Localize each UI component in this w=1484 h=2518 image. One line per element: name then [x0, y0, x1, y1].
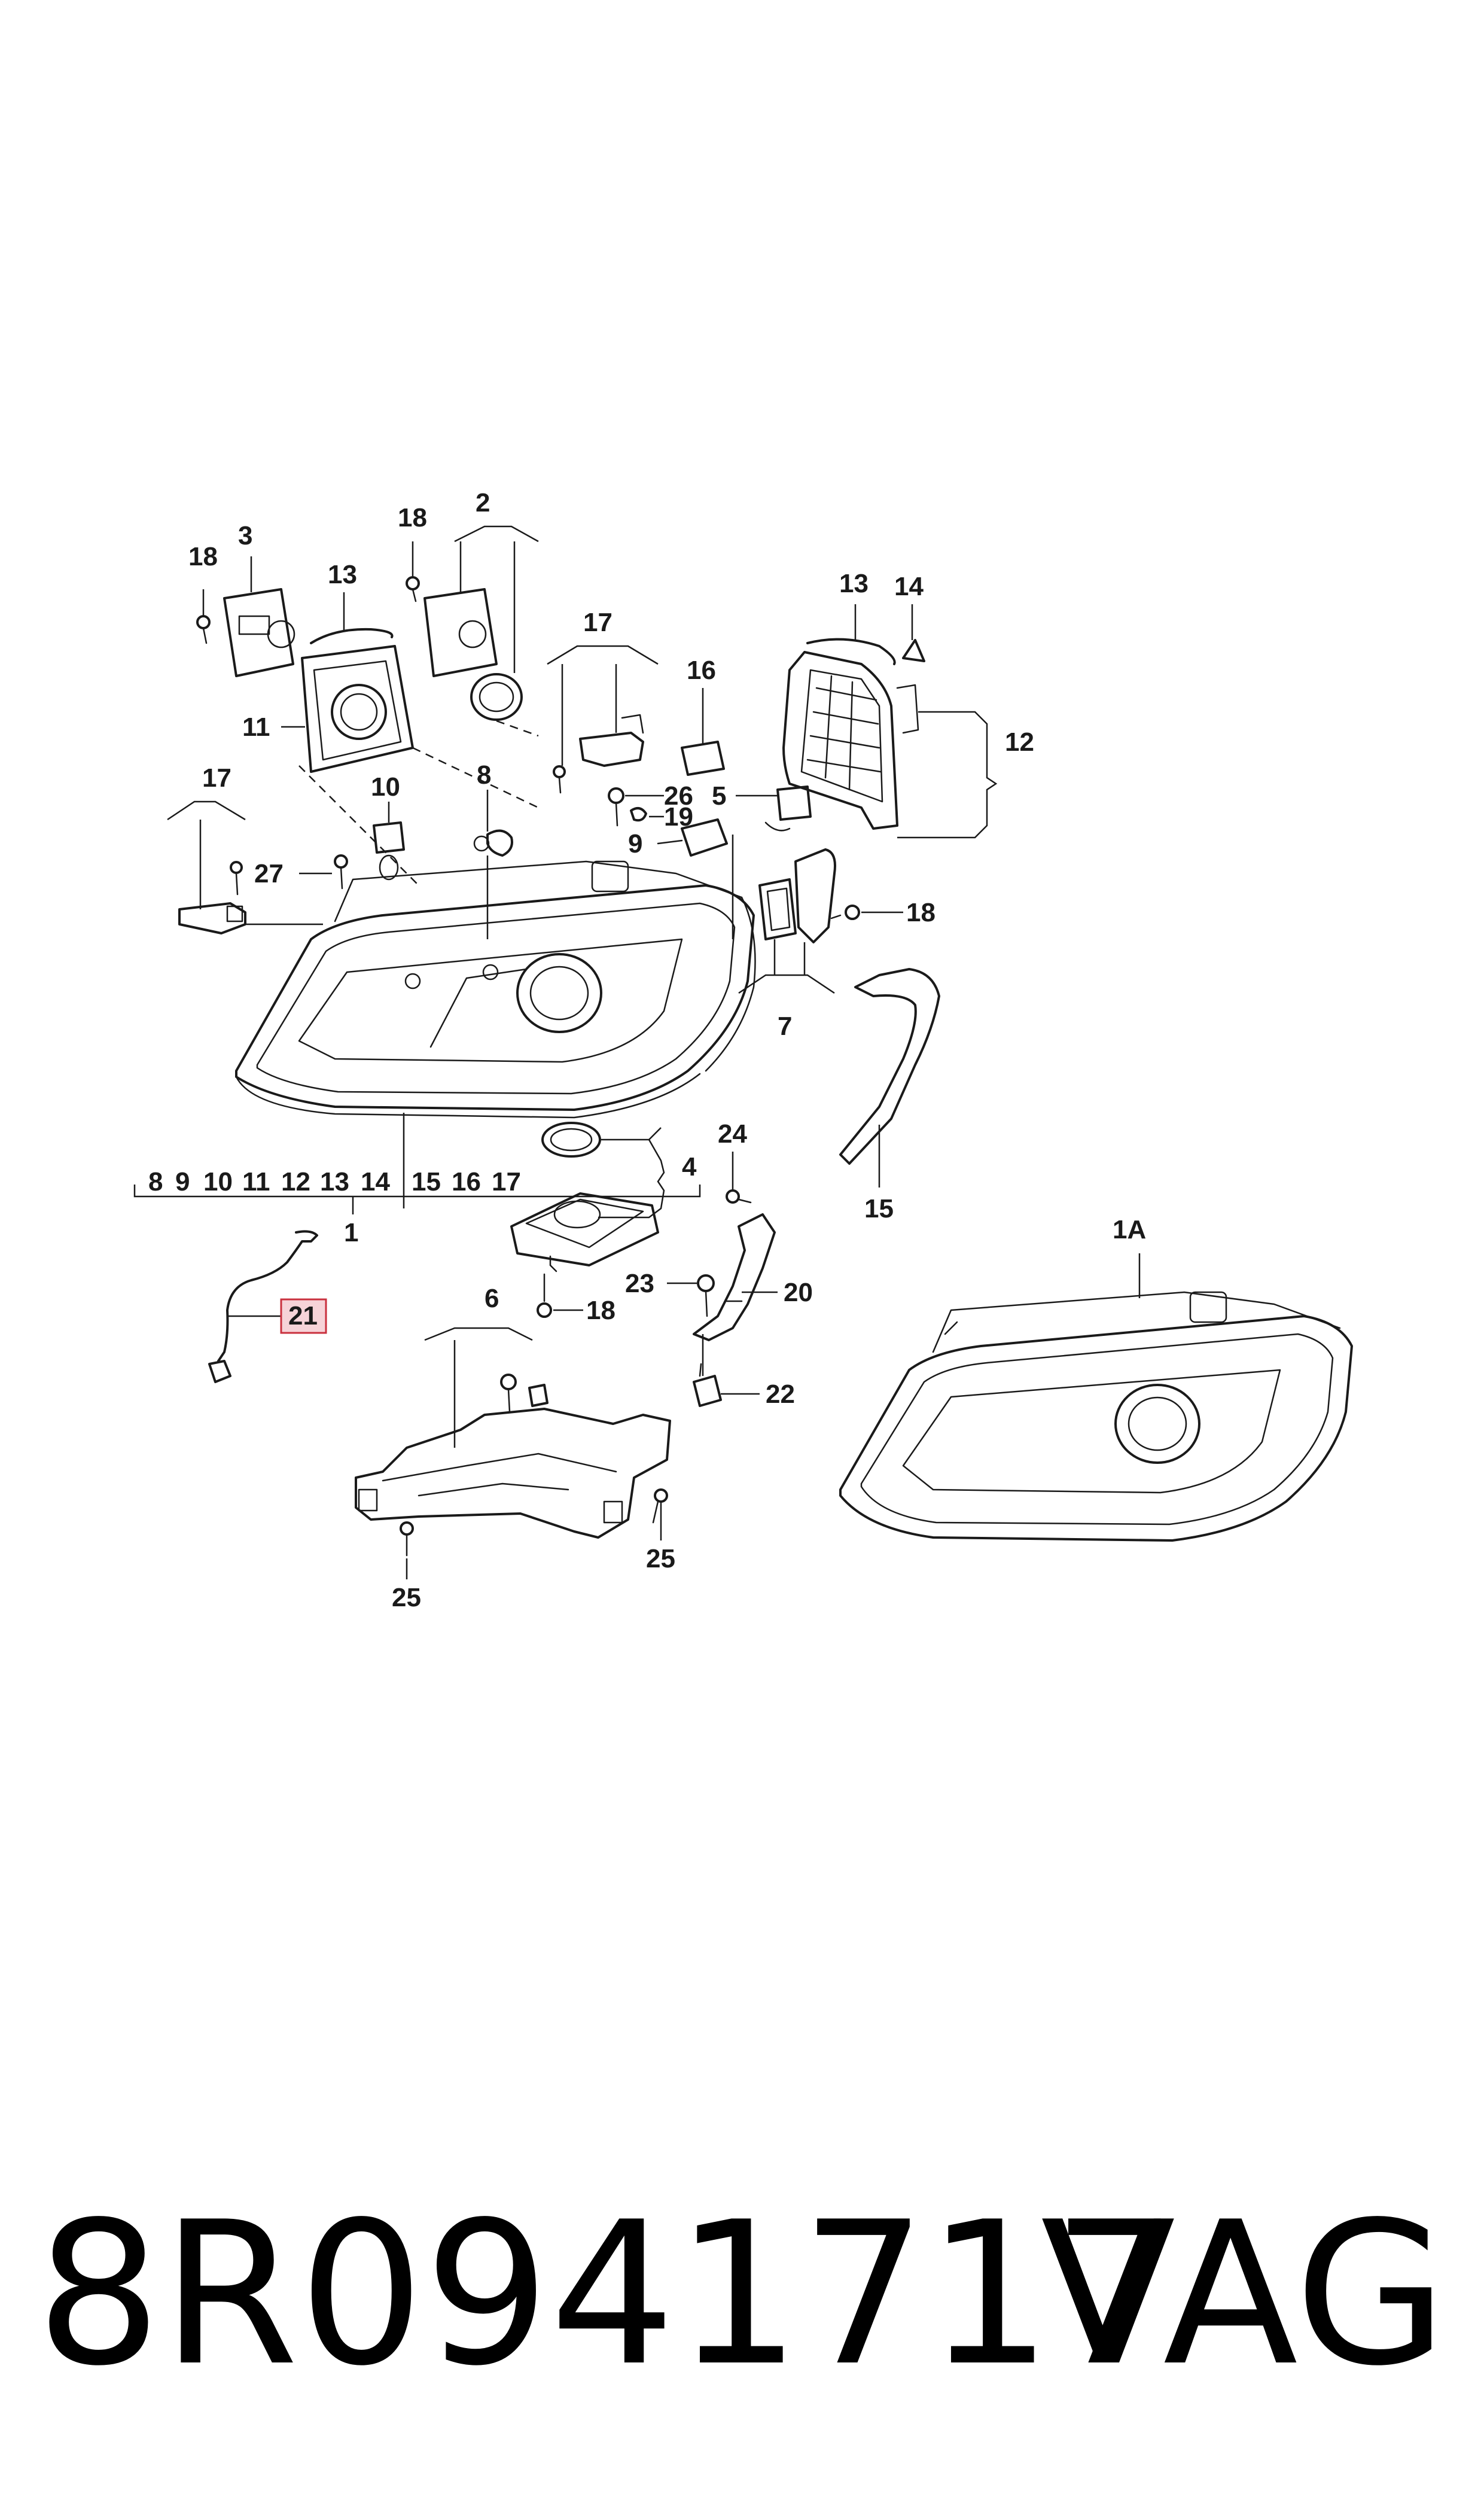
part-9-connector: [657, 818, 728, 857]
callout-7: 7: [778, 1012, 792, 1041]
part-15-trim: [839, 968, 940, 1165]
callout-18d: 18: [586, 1296, 615, 1325]
callout-2: 2: [476, 488, 490, 517]
bracket-12: [897, 711, 998, 839]
bracket-17a: [167, 800, 246, 909]
assembly-item: 11: [242, 1167, 270, 1196]
headlamp-main: [235, 860, 756, 1119]
callout-4: 4: [682, 1152, 697, 1182]
brand-name: VAG: [1040, 2179, 1448, 2409]
bracket-1: [133, 1185, 701, 1214]
callout-5: 5: [712, 781, 726, 811]
callout-17b: 17: [202, 763, 231, 793]
screw-18a: [196, 615, 211, 644]
screw-18b: [406, 576, 420, 602]
headlamp-1a: [839, 1291, 1353, 1542]
callout-6: 6: [484, 1284, 499, 1313]
callout-18a: 18: [188, 542, 218, 571]
callout-8: 8: [477, 760, 491, 790]
part-3-ballast: [223, 588, 295, 677]
part-17-bracket-center: [579, 714, 644, 767]
part-7-gasket: [758, 848, 836, 943]
part-14-cap: [902, 639, 925, 662]
callout-21[interactable]: 21: [288, 1301, 318, 1330]
dash-2: [496, 720, 539, 737]
callout-25a: 25: [392, 1583, 421, 1612]
screw-27: [334, 854, 348, 890]
callout-27: 27: [254, 859, 284, 888]
screw-18d: [537, 1273, 552, 1318]
callout-18c: 18: [906, 898, 936, 927]
callout-23: 23: [625, 1269, 654, 1298]
assembly-item: 12: [281, 1167, 310, 1196]
bracket-2: [454, 525, 539, 673]
callout-1a: 1A: [1113, 1215, 1146, 1244]
screw-26: [608, 787, 624, 827]
part-13-seal-right: [806, 638, 896, 665]
callout-19: 19: [664, 802, 693, 832]
part-4-module: [510, 1122, 659, 1272]
part-10-bulb: [373, 821, 405, 881]
footer: 8R0941717 VAG: [36, 2196, 1448, 2447]
dash-frame: [298, 747, 539, 886]
screw-18c: [830, 905, 860, 920]
part-2-ballast: [423, 588, 523, 721]
screw-17a: [230, 861, 243, 896]
callout-26: 26: [664, 781, 693, 811]
parts-diagram: 1 1A 2 3 4 5 6 7 8 9 10 11 12 13 13 14 1…: [133, 488, 1353, 1612]
screw-17b: [553, 765, 566, 794]
screw-24: [726, 1189, 752, 1204]
assembly-item: 9: [175, 1167, 190, 1196]
assembly-item: 8: [148, 1167, 163, 1196]
assembly-item: 14: [361, 1167, 390, 1196]
highlight-21-box: [280, 1298, 327, 1334]
screw-6a: [500, 1374, 517, 1413]
callout-22: 22: [766, 1380, 795, 1409]
bracket-7: [738, 939, 835, 994]
screw-23: [697, 1274, 715, 1317]
part-16-plate: [681, 741, 725, 776]
callout-15: 15: [864, 1194, 894, 1223]
screw-25a: [400, 1521, 414, 1557]
callout-13a: 13: [328, 560, 357, 589]
assembly-item: 15: [412, 1167, 441, 1196]
part-5-bulb: [764, 785, 812, 832]
part-8-bulb: [473, 829, 513, 857]
part-number: 8R0941717: [36, 2179, 1178, 2409]
assembly-item: 10: [203, 1167, 233, 1196]
callout-11: 11: [242, 713, 270, 742]
callout-10: 10: [371, 772, 400, 802]
callout-20: 20: [784, 1278, 813, 1307]
callout-3: 3: [238, 521, 252, 550]
callout-13b: 13: [839, 569, 869, 598]
assembly-list: 8 9 10 11 12 13 14 15 16 17: [148, 1167, 521, 1196]
callout-17a: 17: [583, 608, 613, 637]
bracket-4: [598, 1127, 665, 1219]
callout-18b: 18: [398, 503, 427, 532]
assembly-item: 17: [492, 1167, 521, 1196]
callout-9: 9: [628, 829, 642, 858]
bracket-6: [424, 1327, 533, 1448]
part-11-frame: [301, 645, 414, 773]
callout-12: 12: [1005, 727, 1034, 757]
part-22-clip: [693, 1363, 722, 1407]
clip-6b: [528, 1384, 548, 1407]
part-20-support: [693, 1213, 776, 1341]
callout-24: 24: [718, 1119, 747, 1149]
part-6-bracket: [355, 1408, 671, 1539]
assembly-item: 16: [452, 1167, 481, 1196]
part-21-harness: [208, 1230, 318, 1383]
bracket-17b: [547, 645, 659, 766]
part-13-seal-left: [310, 628, 394, 644]
part-17-bracket-left: [178, 902, 246, 934]
part-19-cap: [630, 807, 647, 822]
callout-14: 14: [894, 572, 924, 601]
callout-1: 1: [344, 1218, 358, 1247]
assembly-item: 13: [320, 1167, 349, 1196]
callout-16: 16: [687, 656, 716, 685]
screw-25b: [652, 1488, 668, 1524]
callout-25b: 25: [646, 1544, 675, 1573]
part-12-cover: [782, 651, 919, 830]
